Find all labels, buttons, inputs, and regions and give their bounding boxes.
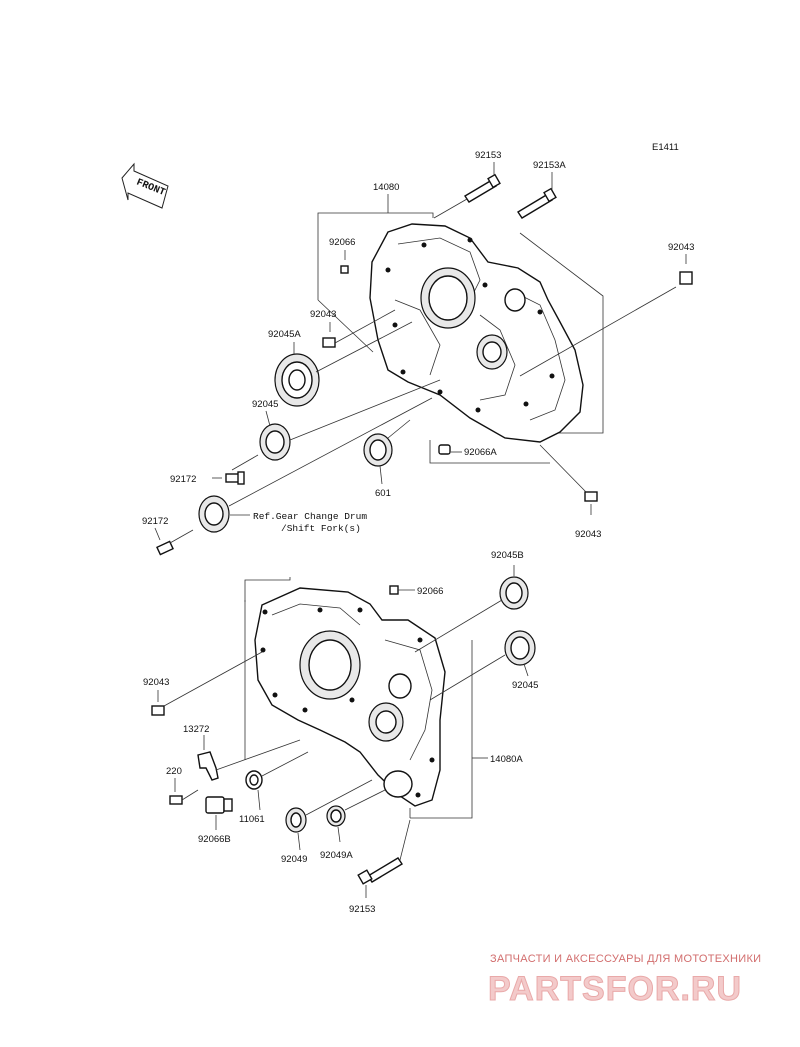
diagram-code: E1411 (652, 142, 679, 153)
label-14080A: 14080A (490, 754, 523, 765)
label-92153A: 92153A (533, 160, 566, 171)
label-13272: 13272 (183, 724, 209, 735)
watermark-brand: PARTSFOR.RU (488, 970, 742, 1008)
bolt-220 (169, 778, 199, 805)
label-92172-a: 92172 (170, 474, 196, 485)
dowel-pin-92066-top (340, 250, 349, 274)
dowel-pin-92043-upper-left (322, 309, 396, 348)
washer-11061 (245, 751, 309, 811)
label-92049A: 92049A (320, 850, 353, 861)
label-92153-bottom: 92153 (349, 904, 375, 915)
label-92172-b: 92172 (142, 516, 168, 527)
label-92153-top: 92153 (475, 150, 501, 161)
label-92066B: 92066B (198, 834, 231, 845)
label-601: 601 (375, 488, 391, 499)
label-92066A: 92066A (464, 447, 497, 458)
label-92043-left: 92043 (310, 309, 336, 320)
front-arrow-icon: FRONT (121, 162, 169, 209)
oil-seal-92049A (326, 789, 386, 843)
label-14080: 14080 (373, 182, 399, 193)
label-92045-bottom: 92045 (512, 680, 538, 691)
watermark: ЗАПЧАСТИ И АКСЕССУАРЫ ДЛЯ МОТОТЕХНИКИ PA… (488, 953, 762, 1009)
label-92045A: 92045A (268, 329, 301, 340)
bolt-92172-lower (154, 527, 194, 556)
bearing-ref-gear-change-drum (198, 397, 433, 533)
label-92043-bottom: 92043 (143, 677, 169, 688)
label-11061: 11061 (239, 814, 265, 825)
bolt-92172-upper (212, 454, 259, 485)
label-92049: 92049 (281, 854, 307, 865)
dowel-pin-92066-bottom (389, 585, 415, 595)
bracket-13272 (197, 735, 301, 781)
dowel-pin-92043-bottom (151, 651, 263, 716)
bolt-92153-top (433, 173, 501, 219)
drain-plug-92066B (205, 796, 233, 830)
dowel-pin-92043-upper-right (519, 254, 693, 377)
ref-note-line2: /Shift Fork(s) (281, 523, 361, 534)
front-label: FRONT (135, 178, 167, 199)
bearing-92045A (274, 321, 413, 407)
label-92043-mid: 92043 (575, 529, 601, 540)
label-220: 220 (166, 766, 182, 777)
oil-seal-92049 (285, 779, 373, 851)
bearing-92045-bottom (429, 630, 536, 701)
label-92045-top: 92045 (252, 399, 278, 410)
watermark-caption: ЗАПЧАСТИ И АКСЕССУАРЫ ДЛЯ МОТОТЕХНИКИ (490, 953, 761, 965)
plug-92066A (438, 444, 462, 455)
label-92043-right-top: 92043 (668, 242, 694, 253)
label-92066-bottom: 92066 (417, 586, 443, 597)
bolt-92153A (517, 187, 557, 219)
bearing-92045B (414, 565, 529, 653)
label-92066-top: 92066 (329, 237, 355, 248)
bolt-92153-bottom (357, 819, 411, 898)
dowel-pin-92043-mid (539, 444, 598, 515)
crankcase-right-14080 (317, 212, 604, 464)
label-92045B: 92045B (491, 550, 524, 561)
bearing-92045-top (259, 379, 441, 461)
crankcase-left-14080A (244, 577, 488, 819)
bearing-601 (363, 419, 411, 485)
ref-note-line1: Ref.Gear Change Drum (253, 511, 367, 522)
